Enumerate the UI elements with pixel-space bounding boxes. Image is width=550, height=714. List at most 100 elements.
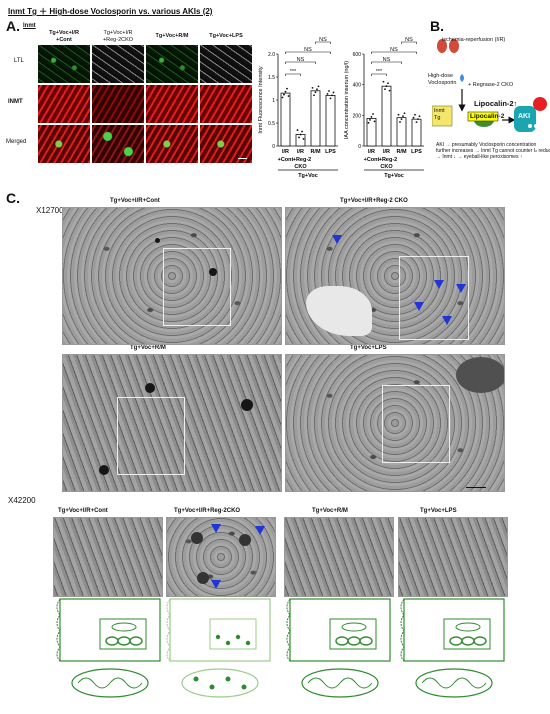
- category-label: LPS: [325, 149, 336, 155]
- data-point: [370, 116, 373, 118]
- micrograph-merged-2: [92, 125, 144, 163]
- hi-title-1: Tg+Voc+I/R+Cont: [58, 508, 108, 514]
- inset-box: [99, 618, 147, 650]
- mitochondrion: [335, 636, 349, 646]
- data-point: [317, 85, 320, 88]
- category-label: I/R: [297, 149, 304, 155]
- arrow-marker-4: [456, 284, 466, 293]
- category-label: R/M: [396, 149, 407, 155]
- data-point: [414, 113, 416, 116]
- data-point: [331, 94, 333, 97]
- y-tick-label: 600: [353, 52, 362, 58]
- data-point: [287, 95, 290, 97]
- panel-c-label: C.: [6, 190, 20, 206]
- peroxisome: [225, 640, 231, 646]
- schematic-diagram: [432, 39, 547, 132]
- peroxisome: [225, 676, 231, 682]
- category-label: LPS: [411, 149, 422, 155]
- data-point: [314, 91, 317, 94]
- data-point: [369, 118, 371, 121]
- data-point: [412, 116, 415, 119]
- data-point: [299, 133, 302, 136]
- bar: [411, 118, 422, 147]
- brush-border: [166, 598, 171, 662]
- arrow-marker-1: [332, 235, 342, 244]
- data-point: [387, 82, 389, 85]
- group-label: +Reg-2: [293, 157, 312, 163]
- micrograph-ltl-2: [92, 45, 144, 83]
- arrow-marker-6: [211, 524, 221, 533]
- micrograph-ltl-1: [38, 45, 90, 83]
- mitochondrion-enlarged: [301, 668, 379, 698]
- mitochondrion: [105, 636, 119, 646]
- peroxisome: [209, 684, 215, 690]
- peroxisome: [235, 634, 241, 640]
- group-label: +Reg-2: [379, 157, 398, 163]
- em-hi-2: [166, 517, 276, 597]
- hi-title-4: Tg+Voc+LPS: [420, 508, 457, 514]
- data-point: [301, 130, 303, 133]
- cristae: [307, 677, 373, 689]
- drop-icon: [460, 74, 464, 82]
- organelle: [341, 622, 367, 632]
- sig-bracket: [315, 41, 331, 44]
- data-point: [397, 113, 400, 116]
- micrograph-merged-4: [200, 125, 252, 163]
- organelle: [111, 622, 137, 632]
- cristae: [77, 677, 143, 689]
- em-image-1: [62, 207, 282, 345]
- data-point: [332, 91, 335, 94]
- micrograph-inmt-2: [92, 85, 144, 123]
- arrow-marker-3: [414, 302, 424, 311]
- cell-cartoon: [166, 598, 271, 698]
- lipocalin-box-label: Lipocalin-2: [470, 113, 505, 120]
- cell-outline: [403, 598, 505, 662]
- data-point: [388, 89, 391, 92]
- red-organelle-icon: [533, 97, 547, 111]
- figure-title: Inmt Tg ＋ High-dose Voclosporin vs. vari…: [8, 7, 213, 16]
- sig-label: NS: [390, 47, 398, 53]
- mitochondrion: [461, 636, 475, 646]
- lipocalin-up-label: Lipocalin-2↑: [474, 99, 518, 108]
- brush-border: [400, 598, 405, 662]
- row-label-merged: Merged: [6, 139, 27, 145]
- cell-outline: [59, 598, 161, 662]
- scale-bar-em: [466, 487, 486, 488]
- data-point: [302, 138, 305, 140]
- kidney-icon: [437, 39, 459, 53]
- y-tick-label: 1.5: [268, 75, 275, 81]
- group-label: CKO: [380, 164, 393, 170]
- mitochondrion: [473, 636, 487, 646]
- brush-border: [286, 598, 291, 662]
- arrow-marker-5: [442, 316, 452, 325]
- hi-title-3: Tg+Voc+R/M: [312, 508, 348, 514]
- cell-schematics: [56, 598, 505, 698]
- panel-a-label: A.: [6, 18, 20, 34]
- sig-label: ***: [376, 69, 383, 75]
- col-header-4: Tg+Voc+LPS: [209, 33, 243, 39]
- micrograph-ltl-3: [146, 45, 198, 83]
- mitochondrion-enlarged: [415, 668, 493, 698]
- inmt-tg-box: [432, 105, 453, 127]
- y-tick-label: 2.0: [268, 52, 275, 58]
- magnification-high: X42200: [8, 496, 36, 505]
- sig-label: NS: [405, 37, 413, 43]
- em-image-3: [62, 354, 282, 492]
- data-point: [384, 88, 386, 91]
- regnase-label: + Regnase-2 CKO: [468, 82, 514, 88]
- micrograph-inmt-3: [146, 85, 198, 123]
- sig-bracket: [371, 51, 417, 54]
- data-point: [373, 120, 376, 123]
- sig-label: NS: [383, 57, 391, 63]
- row-label-ltl: LTL: [14, 58, 24, 64]
- micrograph-inmt-4: [200, 85, 252, 123]
- cell-cartoon: [400, 598, 505, 698]
- mitochondrion: [359, 636, 373, 646]
- micrograph-merged-3: [146, 125, 198, 163]
- data-point: [400, 118, 403, 121]
- bar: [325, 95, 336, 147]
- y-tick-label: 0: [358, 144, 361, 150]
- magnification-low: X12700: [36, 206, 64, 215]
- category-label: I/R: [282, 149, 289, 155]
- peroxisome: [215, 634, 221, 640]
